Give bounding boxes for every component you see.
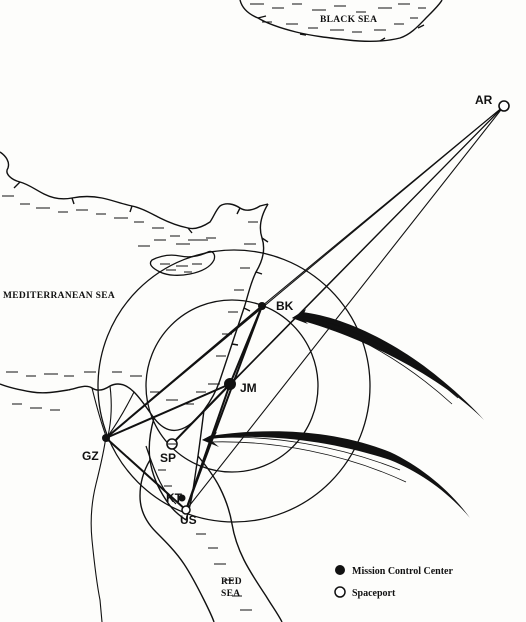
black-sea-label: BLACK SEA [320,15,377,25]
station-links [105,305,263,511]
spaceport-us-marker [181,505,191,515]
red-sea-label-line1: RED [221,577,242,587]
station-label-jm: JM [240,381,257,395]
legend: Mission Control Center Spaceport [334,565,453,599]
levant-coast [203,203,269,411]
station-label-sp: SP [160,451,176,465]
trajectory-arrow-upper [292,309,484,420]
station-label-gz: GZ [82,449,99,463]
station-bk [258,302,266,310]
trajectory-arrow-lower [202,431,470,518]
mission-control-kt-marker [178,494,186,502]
station-label-bk: BK [276,299,294,313]
mediterranean-north-hatching [2,195,216,241]
legend-spaceport-label: Spaceport [352,588,396,599]
station-kt [178,494,186,502]
legend-mission-control-icon [335,565,345,575]
legend-spaceport-icon [334,586,346,598]
mission-control-gz-marker [102,434,110,442]
station-label-kt: KT [166,491,183,505]
mediterranean-sea-label: MEDITERRANEAN SEA [3,291,115,301]
station-label-ar: AR [475,93,493,107]
station-us [181,505,191,515]
station-ar [498,100,510,112]
cyprus-hatching [138,239,208,273]
red-sea-hatching [158,469,252,611]
red-sea-label-line2: SEA [221,589,240,599]
spaceport-ar-marker [498,100,510,112]
mediterranean-north-coast [0,151,269,234]
station-sp [166,438,178,450]
tracking-lines-ar [105,105,505,511]
legend-mission-control-label: Mission Control Center [352,566,453,577]
mission-control-jm-marker [224,378,236,390]
station-label-us: US [180,513,197,527]
coverage-circles [97,249,371,523]
outer-coverage-circle [97,249,371,523]
station-jm [224,378,236,390]
black-sea-coast [239,0,443,43]
mission-control-bk-marker [258,302,266,310]
inner-coverage-circle [145,299,319,473]
station-gz [102,434,110,442]
levant-hatching [216,221,258,357]
nile-delta [90,385,135,622]
gulf-of-suez [145,445,177,505]
mediterranean-south-hatching [6,371,220,411]
black-sea-hatching [250,3,426,33]
